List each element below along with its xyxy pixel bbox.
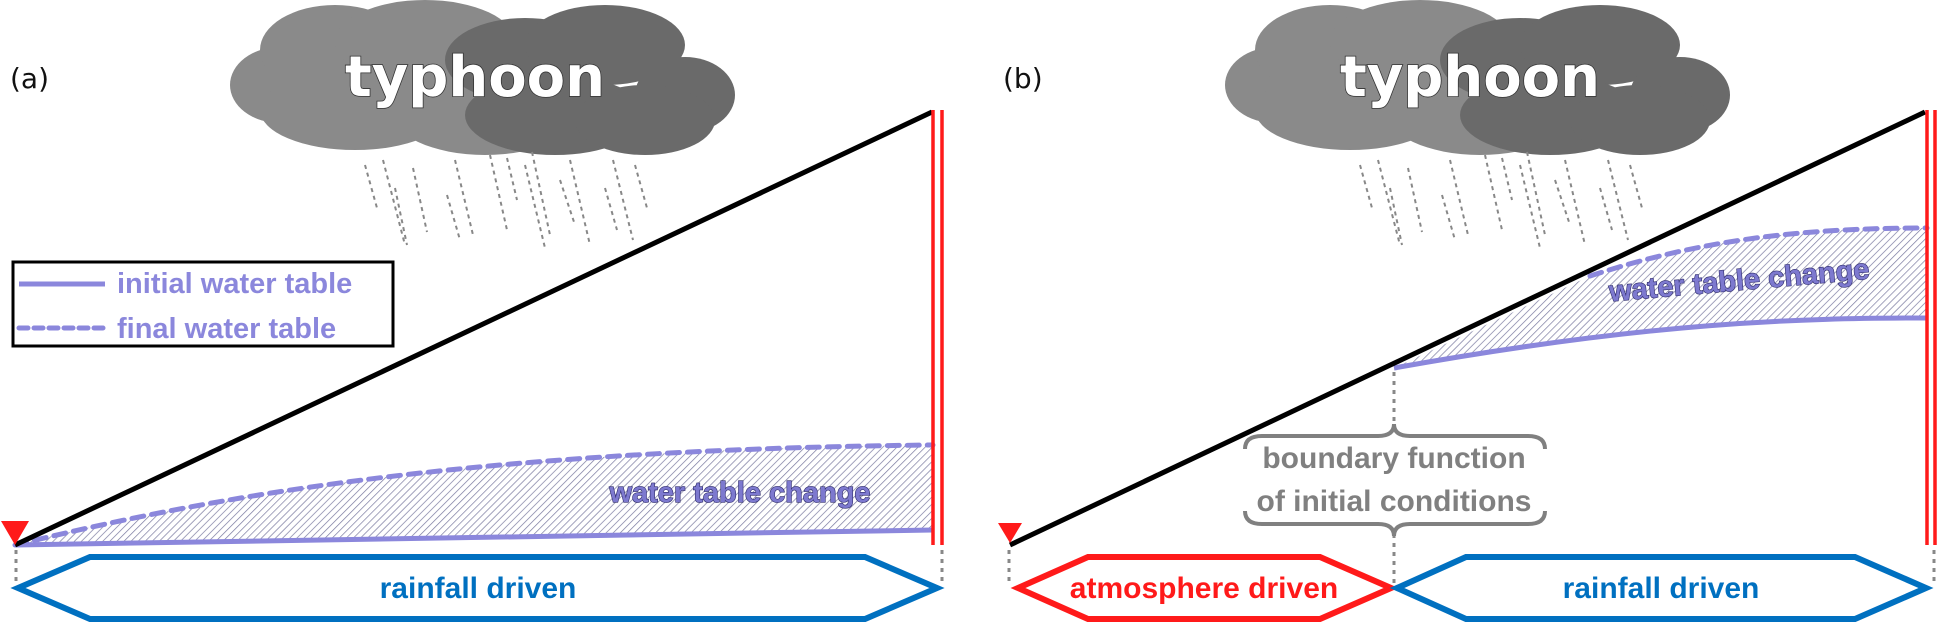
outlet-triangle-icon [998,523,1022,543]
hillslope-surface-line [1008,109,1927,548]
typhoon-cloud-icon [1224,0,1731,249]
water-table-change-region [1394,228,1927,368]
bottom-brace-icon [1243,510,1547,537]
panel-a: (a) typhoon initial water table final wa… [1,0,945,622]
hillslope-surface-line [13,109,934,548]
initial-water-table-line [1393,315,1928,371]
typhoon-label: typhoon [345,45,605,110]
rainfall-driven-label: rainfall driven [1563,572,1760,605]
rainfall-driven-zone [10,554,945,622]
rainfall-driven-zone [1389,554,1934,622]
typhoon-label: typhoon [1340,45,1600,110]
rainfall-driven-label: rainfall driven [380,572,577,605]
outlet-triangle-icon [1,521,29,545]
panel-a-label: (a) [10,62,49,95]
initial-water-table-line [14,527,934,548]
water-table-change-region [15,445,933,545]
typhoon-cloud-icon [229,0,736,249]
panel-b-label: (b) [1003,62,1043,95]
legend: initial water table final water table [11,260,395,348]
legend-initial-label: initial water table [117,268,352,300]
final-water-table-line [12,442,936,548]
top-brace-icon [1243,423,1547,450]
final-water-table-line [1587,225,1930,279]
atmosphere-driven-label: atmosphere driven [1070,572,1338,605]
boundary-annotation-line-1: boundary function [1262,442,1525,475]
boundary-annotation-line-2: of initial conditions [1257,485,1532,518]
water-table-change-label: water table change [608,477,870,509]
panel-b: (b) typhoon boundary function of initial… [998,0,1937,622]
legend-final-label: final water table [117,313,336,345]
